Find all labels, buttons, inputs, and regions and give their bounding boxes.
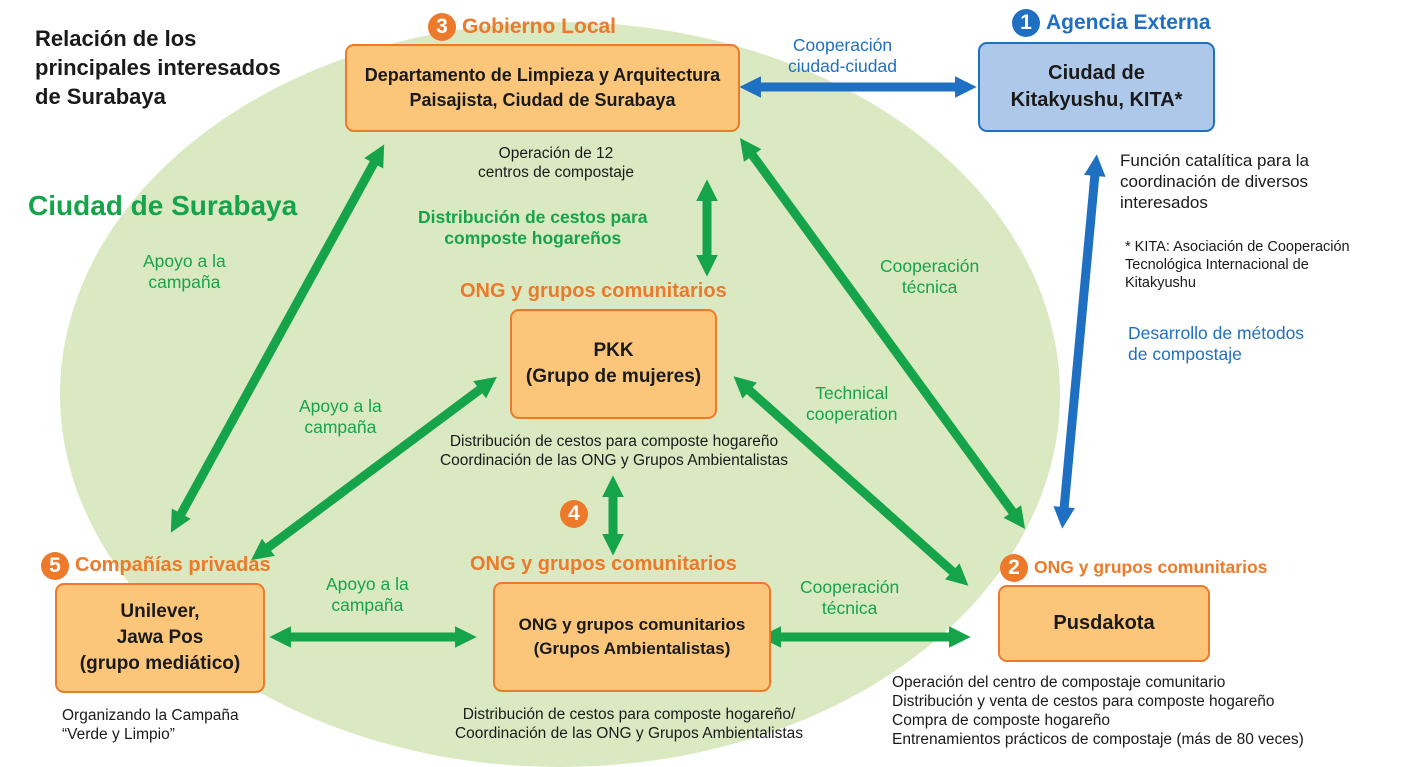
center-ngo-note: Distribución de cestos para composte hog… — [454, 706, 804, 742]
kita-footnote: * KITA: Asociación de Cooperación Tecnol… — [1125, 239, 1350, 291]
city-city-cooperation-label: Cooperación ciudad-ciudad — [788, 35, 897, 76]
campaign-support-bottom-label: Apoyo a la campaña — [326, 574, 409, 615]
composting-centers-note: Operación de 12 centros de compostaje — [478, 145, 634, 181]
arrow-technical-cooperation-right — [739, 138, 1026, 529]
number-3-badge: 3 — [428, 13, 456, 42]
basket-distribution-label: Distribución de cestos para composte hog… — [418, 207, 648, 248]
unilever-jawapos-box: Unilever, Jawa Pos (grupo mediático) — [55, 583, 265, 693]
pkk-note: Distribución de cestos para composte hog… — [439, 433, 789, 469]
environmental-groups-box: ONG y grupos comunitarios (Grupos Ambien… — [493, 582, 771, 692]
cleaning-department-box: Departamento de Limpieza y Arquitectura … — [345, 44, 740, 132]
pusdakota-box: Pusdakota — [998, 585, 1210, 662]
campaign-support-left-label: Apoyo a la campaña — [143, 251, 226, 292]
center-ngo-heading: ONG y grupos comunitarios — [470, 553, 737, 575]
number-4-badge-wrap: 4 — [560, 500, 588, 528]
technical-cooperation-en-label: Technical cooperation — [806, 383, 898, 424]
pusdakota-activities-note: Operación del centro de compostaje comun… — [892, 674, 1304, 748]
kitakyushu-box: Ciudad de Kitakyushu, KITA* — [978, 42, 1215, 132]
technical-cooperation-bottom-label: Cooperación técnica — [800, 577, 900, 618]
number-1-badge: 1 — [1012, 9, 1040, 38]
number-2-badge: 2 — [1000, 554, 1028, 583]
arrow-campaign-support-left — [170, 144, 385, 533]
campaign-support-inner-label: Apoyo a la campaña — [299, 396, 382, 437]
arrow-pkk-companies — [251, 376, 497, 561]
composting-methods-label: Desarrollo de métodos de compostaje — [1128, 323, 1305, 364]
technical-cooperation-right-label: Cooperación técnica — [880, 256, 980, 297]
arrow-pkk-pusdakota — [733, 376, 969, 586]
diagram-title: Relación de los principales interesados … — [35, 26, 281, 109]
city-label: Ciudad de Surabaya — [28, 190, 298, 221]
number-5-badge: 5 — [41, 551, 69, 580]
green-clean-campaign-note: Organizando la Campaña “Verde y Limpio” — [62, 707, 239, 743]
number-4-badge: 4 — [560, 500, 588, 528]
pkk-heading: ONG y grupos comunitarios — [460, 280, 727, 302]
arrow-composting-methods — [1053, 154, 1106, 529]
catalytic-role-note: Función catalítica para la coordinación … — [1120, 151, 1309, 212]
pkk-box: PKK (Grupo de mujeres) — [510, 309, 717, 419]
